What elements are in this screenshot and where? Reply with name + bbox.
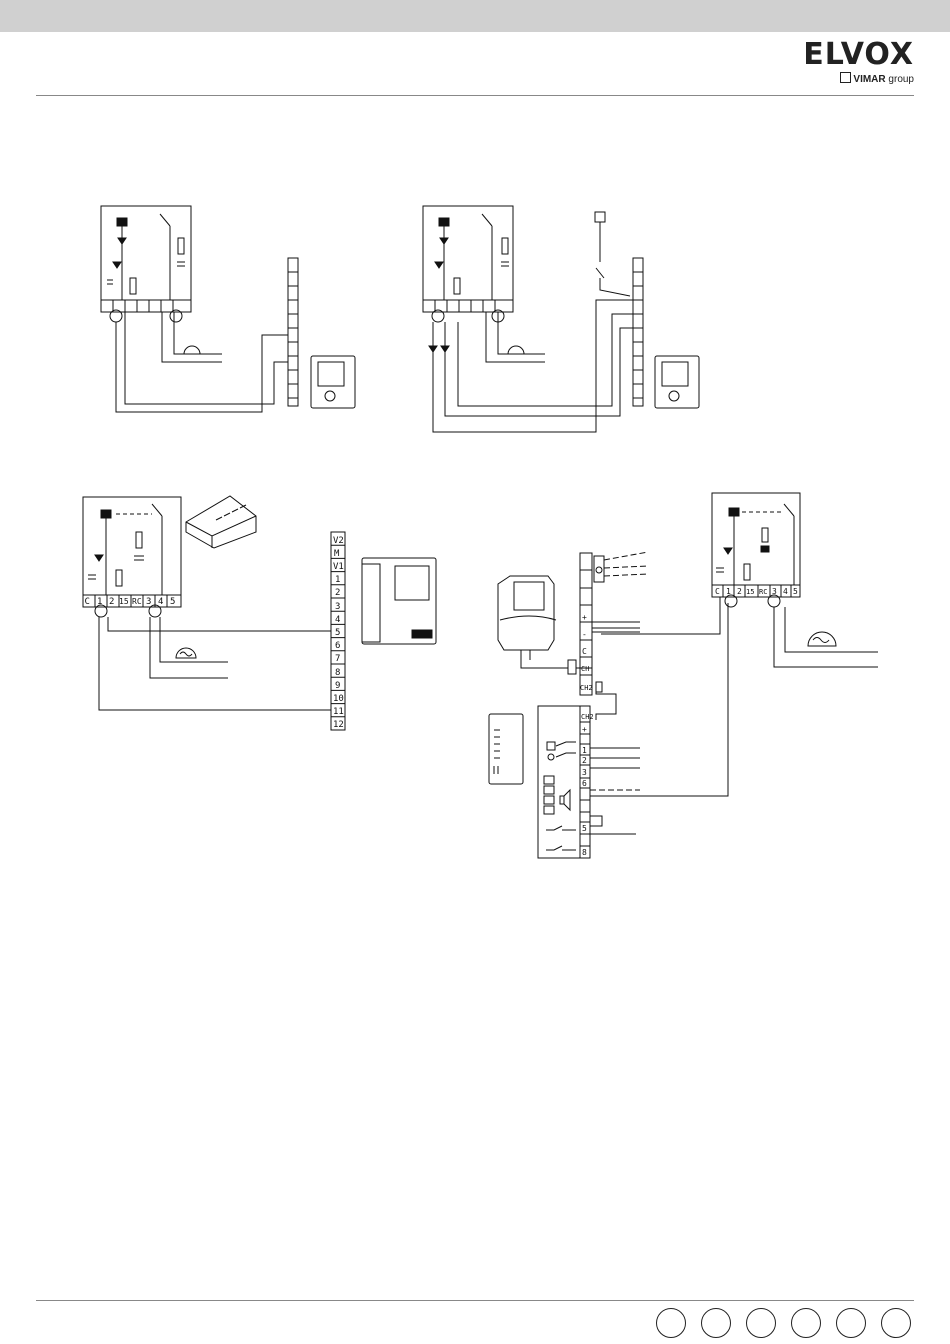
resistor-icon (130, 278, 136, 294)
module-terminal-label: 3 (582, 768, 587, 777)
module-terminal-label: CH2 (581, 713, 594, 721)
video-terminal-label: 12 (333, 720, 344, 730)
relay-terminal-label: RC (759, 588, 767, 596)
diagram-3: C 1 2 15 RC 3 4 5 V2 M V1 1 2 3 4 5 6 7 … (83, 496, 436, 730)
resistor-icon (744, 564, 750, 580)
language-circle (881, 1308, 911, 1338)
diode-icon (435, 262, 443, 268)
footer-rule (36, 1300, 914, 1301)
video-terminal-label: 3 (335, 602, 340, 612)
speaker-icon (560, 790, 570, 810)
relay-terminal-label: 5 (170, 597, 175, 607)
relay-terminal-label: C (85, 597, 90, 607)
video-terminal-label: 11 (333, 707, 344, 717)
module-terminal-label: + (582, 725, 587, 734)
diode-icon (429, 346, 437, 352)
relay-terminal-label: 5 (793, 587, 798, 596)
relay-coil-block (729, 508, 739, 516)
push-button-icon (595, 212, 605, 222)
video-terminal-label: 8 (335, 668, 340, 678)
lamp-icon (594, 556, 604, 582)
diode-icon (118, 238, 126, 244)
video-terminal-label: 5 (335, 628, 340, 638)
language-circle (836, 1308, 866, 1338)
relay-terminal-label: 4 (783, 587, 788, 596)
din-rail-module-icon (186, 496, 256, 548)
video-terminal-label: V1 (333, 562, 344, 572)
diode-icon (441, 346, 449, 352)
module-terminal-label: 5 (582, 824, 587, 833)
camera-unit-icon (498, 576, 554, 650)
relay-terminal-label: 2 (109, 597, 114, 607)
bell-icon (184, 346, 200, 354)
relay-coil-block (439, 218, 449, 226)
diode-icon (113, 262, 121, 268)
relay-terminal-label: 15 (746, 588, 754, 596)
diagram-1 (101, 206, 355, 412)
module-terminal-label: 1 (582, 746, 587, 755)
video-terminal-label: V2 (333, 536, 344, 546)
resistor-icon (454, 278, 460, 294)
relay-terminal-label: 15 (119, 597, 129, 606)
video-terminal-label: 2 (335, 588, 340, 598)
resistor-icon (136, 532, 142, 548)
supply-terminal-label: CH2 (580, 684, 593, 692)
diagram-4: C 1 2 15 RC 3 4 5 + - C CH CH2 (489, 493, 878, 858)
supply-terminal-label: - (582, 630, 587, 639)
resistor-icon (178, 238, 184, 254)
relay-module-4 (712, 493, 800, 597)
video-terminal-label: 1 (335, 575, 340, 585)
language-circle (791, 1308, 821, 1338)
diode-icon (724, 548, 732, 554)
diagram-2 (423, 206, 699, 432)
bell-icon (508, 346, 524, 354)
video-terminal-label: 6 (335, 641, 340, 651)
resistor-icon (116, 570, 122, 586)
relay-terminal-label: 4 (158, 597, 163, 607)
diode-icon (95, 555, 103, 561)
module-terminal-label: 6 (582, 779, 587, 788)
video-terminal-label: 7 (335, 654, 340, 664)
language-circle (701, 1308, 731, 1338)
supply-terminal-strip (580, 553, 592, 695)
supply-terminal-label: CH (581, 665, 589, 673)
language-circle (746, 1308, 776, 1338)
module-terminal-label: 2 (582, 756, 587, 765)
video-terminal-label: 9 (335, 681, 340, 691)
supply-terminal-label: + (582, 613, 587, 622)
resistor-icon (502, 238, 508, 254)
relay-terminal-label: 3 (146, 597, 151, 607)
diode-icon (440, 238, 448, 244)
supply-terminal-label: C (582, 647, 587, 656)
relay-terminal-label: RC (132, 597, 142, 606)
resistor-icon (762, 528, 768, 542)
relay-terminal-label: 2 (737, 587, 742, 596)
video-terminal-label: 10 (333, 694, 344, 704)
relay-coil-block (117, 218, 127, 226)
language-circle (656, 1308, 686, 1338)
video-terminal-label: 4 (335, 615, 340, 625)
bell-icon (176, 648, 196, 658)
bell-icon (808, 632, 836, 646)
relay-module-2 (423, 206, 513, 312)
relay-coil-block (101, 510, 111, 518)
module-terminal-label: 8 (582, 848, 587, 857)
relay-module-1 (101, 206, 191, 312)
relay-terminal-label: C (715, 587, 720, 596)
video-terminal-label: M (334, 549, 340, 559)
